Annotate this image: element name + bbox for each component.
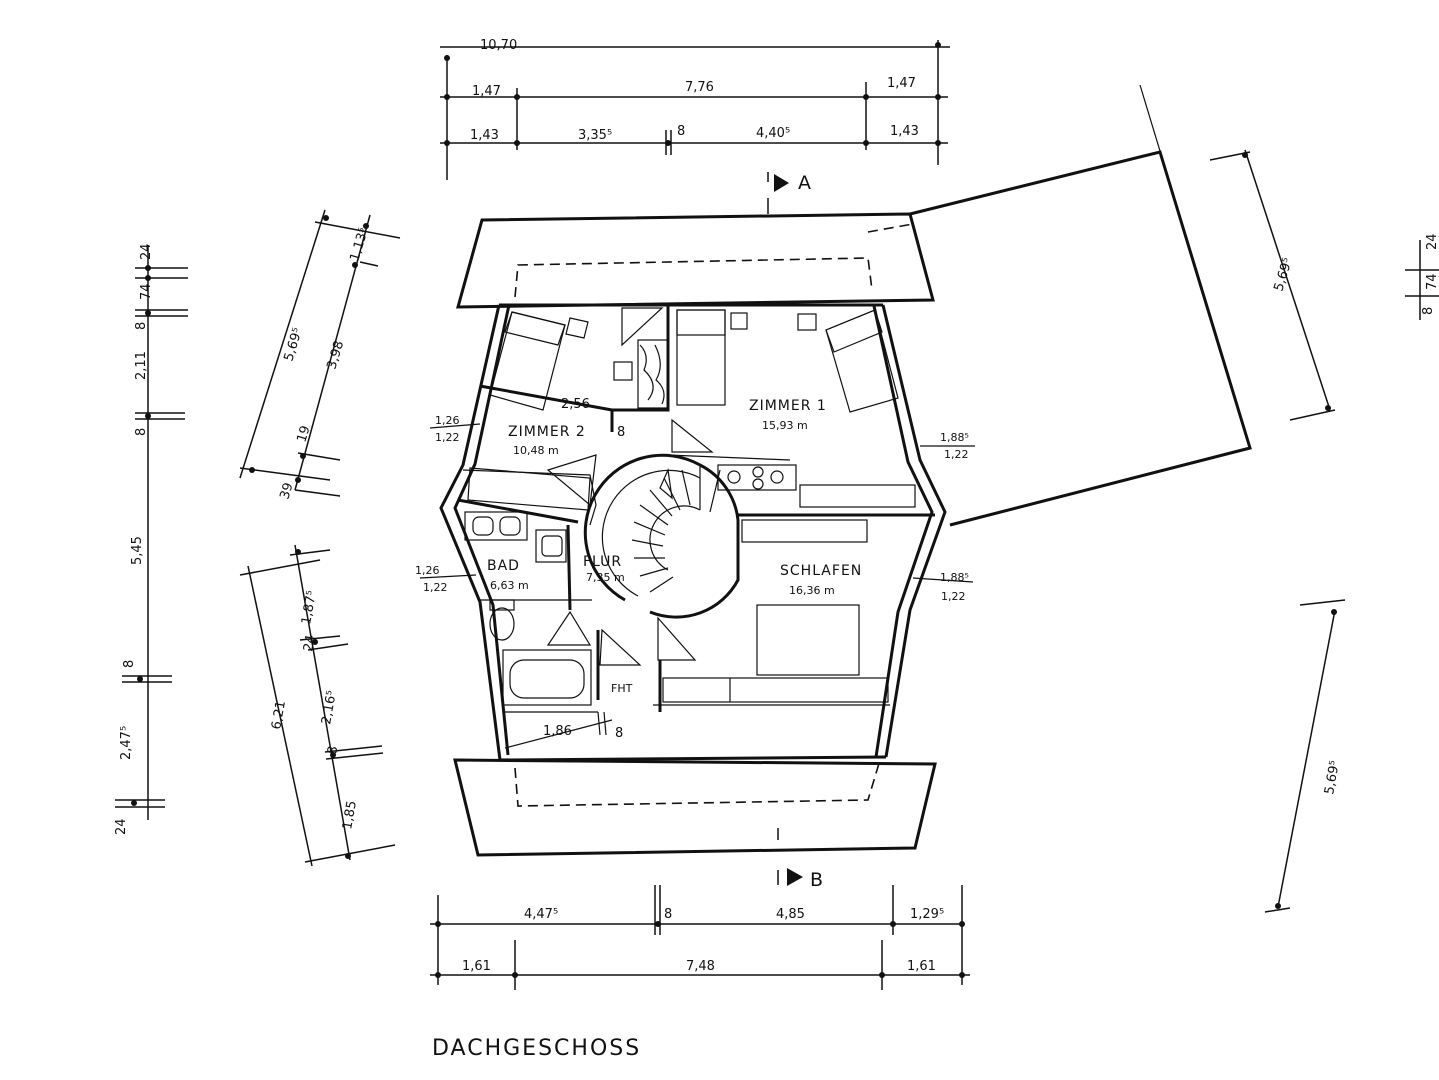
dim-left-211: 2,11 [134,351,149,380]
roof-top [456,212,935,309]
dim-left-545: 5,45 [130,536,145,565]
top-dimension-chains [440,40,950,180]
dim-left-2475: 2,47⁵ [119,726,134,760]
dim-left-74: 74 [139,283,154,300]
dim-left-diag-19: 19 [294,424,313,444]
dim-bottom-row1-d: 1,29⁵ [910,907,944,922]
dim-bottom-row1-a: 4,47⁵ [524,907,558,922]
dim-left-diag-1135: 1,13⁵ [347,226,371,263]
dim-top-row3-c: 8 [677,124,685,139]
roof-bottom [453,758,937,857]
left-lower-diagonal-chain [239,544,396,867]
window-dim-right-lower [912,577,974,583]
dim-bottom-row1-c: 4,85 [776,907,805,922]
room-schlafen-name: SCHLAFEN [780,563,862,579]
dim-top-overall: 10,70 [480,38,517,53]
dim-bottom-row2-a: 1,61 [462,959,491,974]
dim-far-right-74: 74 [1425,273,1439,290]
bath-width-dim [504,711,613,749]
dim-left-lower-1875: 1,87⁵ [299,589,320,625]
dim-window-left-upper-a: 1,26 [435,414,460,427]
dim-left-8c: 8 [122,660,137,668]
dim-window-right-upper-a: 1,88⁵ [940,431,969,444]
dim-window-right-upper-b: 1,22 [944,448,969,461]
dim-top-row3-e: 1,43 [890,124,919,139]
dim-top-row2-right: 1,47 [887,76,916,91]
drawing-title: DACHGESCHOSS [432,1036,641,1061]
room-zimmer2-name: ZIMMER 2 [508,424,586,440]
room-zimmer2-area: 10,48 m [513,444,559,457]
dim-left-lower-8: 8 [325,745,341,756]
section-marker-a [767,172,789,214]
dim-wall-8a: 8 [617,425,625,440]
window-dim-left-lower [419,574,477,579]
dim-left-diag-39: 39 [277,481,296,501]
right-roof-wing [909,84,1336,527]
dim-bottom-row1-b: 8 [664,907,672,922]
dim-top-row3-b: 3,35⁵ [578,128,612,143]
left-upper-diagonal-chain [239,209,401,497]
dim-window-left-upper-b: 1,22 [435,431,460,444]
dim-top-row3-d: 4,40⁵ [756,126,790,141]
dim-top-row2-left: 1,47 [472,84,501,99]
section-b-label: B [810,869,823,891]
dim-bottom-row2-c: 1,61 [907,959,936,974]
dim-wall-8b: 8 [615,726,623,741]
right-lower-chain [1264,599,1346,913]
room-fht-label: FHT [611,682,633,695]
dim-left-lower-621: 6,21 [269,700,289,731]
dim-left-lower-24: 24 [301,634,319,653]
dim-left-24-bottom: 24 [114,818,129,835]
door-swings [546,307,714,666]
dim-zimmer2-width: 2,56 [561,397,590,412]
room-schlafen-area: 16,36 m [789,584,835,597]
left-dimension-chain [115,245,188,820]
far-right-partial-chain [1405,240,1439,320]
dim-window-right-lower-a: 1,88⁵ [940,571,969,584]
room-bad-name: BAD [487,558,520,574]
dim-bottom-row2-b: 7,48 [686,959,715,974]
dim-top-row2-mid: 7,76 [685,80,714,95]
dim-left-lower-185: 1,85 [340,800,360,831]
room-bad-area: 6,63 m [490,579,529,592]
dim-window-left-lower-a: 1,26 [415,564,440,577]
room-zimmer1-area: 15,93 m [762,419,808,432]
dim-right-lower: 5,69⁵ [1322,759,1343,795]
dim-left-24-top: 24 [139,243,154,260]
section-a-label: A [798,172,811,194]
room-flur-name: FLUR [583,554,622,570]
furniture [464,309,916,706]
dim-far-right-8: 8 [1421,307,1436,315]
room-zimmer1-name: ZIMMER 1 [749,398,827,414]
window-dim-left-upper [429,423,481,429]
dim-right-upper: 5,69⁵ [1271,256,1295,293]
dim-left-8a: 8 [134,322,149,330]
dim-left-8b: 8 [134,428,149,436]
dim-far-right-24: 24 [1425,233,1439,250]
spiral-staircase [583,453,740,619]
building-outline [439,303,947,762]
dim-left-lower-2165: 2,16⁵ [319,689,340,725]
bottom-dimension-chains [430,885,970,990]
dim-bath-width: 1,86 [543,724,572,739]
dim-top-row3-a: 1,43 [470,128,499,143]
dim-left-diag-398: 3,98 [324,339,347,371]
dim-window-left-lower-b: 1,22 [423,581,448,594]
room-flur-area: 7,35 m [586,571,625,584]
dim-left-diag-5695: 5,69⁵ [281,326,305,363]
section-marker-b [777,828,803,886]
dim-window-right-lower-b: 1,22 [941,590,966,603]
